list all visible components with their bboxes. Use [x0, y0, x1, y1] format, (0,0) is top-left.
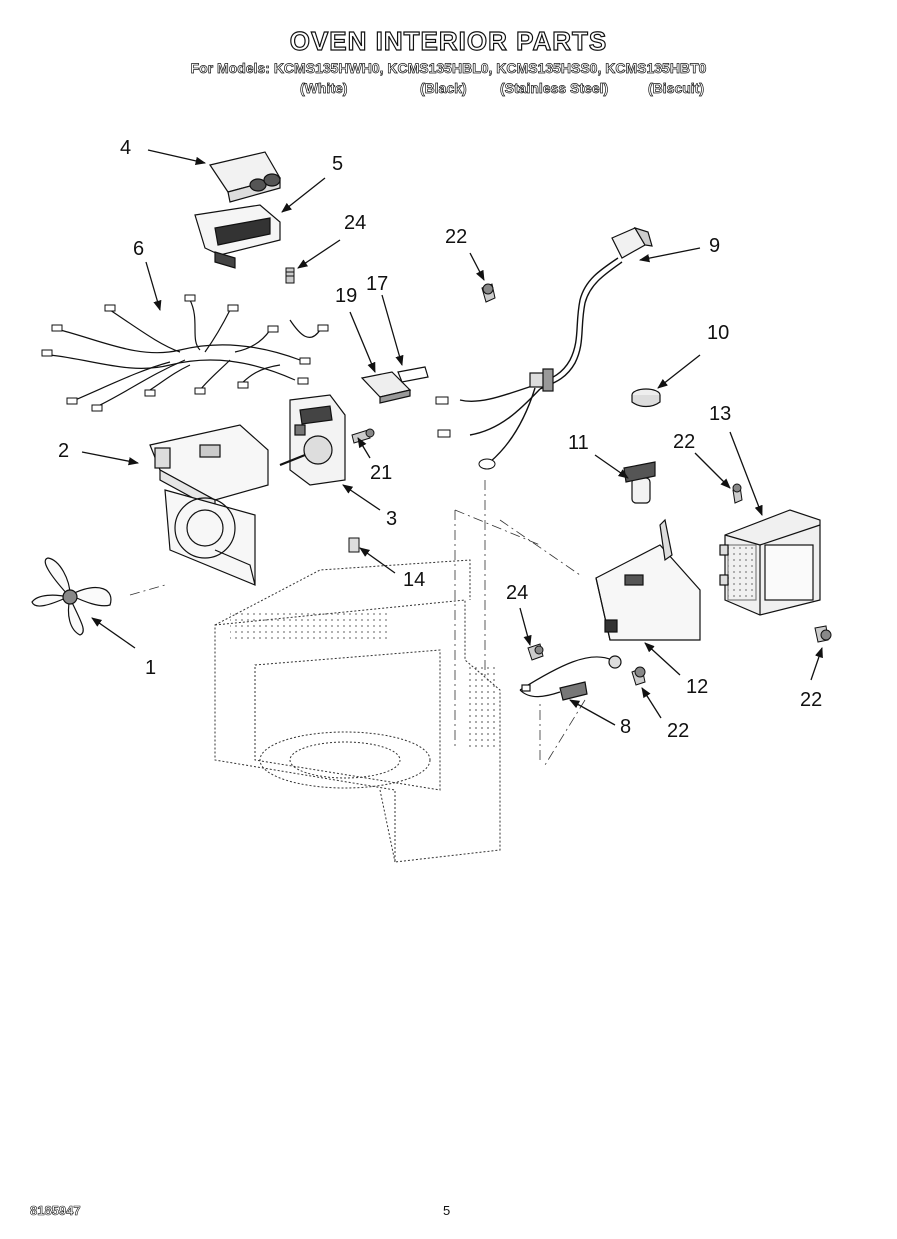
- callout-6: 6: [133, 238, 144, 260]
- clip-14: [348, 537, 360, 553]
- screw-21: [351, 428, 375, 444]
- diode-11: [623, 461, 656, 504]
- fuse-17: [397, 366, 429, 383]
- callout-19: 19: [335, 285, 357, 307]
- fan-bracket: [149, 424, 269, 586]
- callout-14: 14: [403, 569, 425, 591]
- wire-harness: [49, 299, 321, 406]
- color-white: (White): [300, 80, 348, 97]
- document-number: 8185947: [30, 1203, 81, 1219]
- oven-cavity: [214, 559, 501, 863]
- screw-24-lower: [527, 643, 544, 661]
- callout-11: 11: [568, 432, 589, 454]
- fuse-holder-19: [360, 371, 412, 404]
- thermal-cutout-10: [631, 388, 661, 408]
- screw-22-sensor: [631, 666, 646, 686]
- callout-22-transformer: 22: [673, 431, 695, 453]
- callout-8: 8: [620, 716, 631, 738]
- color-variants: (White) (Black) (Stainless Steel) (Biscu…: [0, 80, 897, 100]
- callout-3: 3: [386, 508, 397, 530]
- callout-4: 4: [120, 137, 131, 159]
- callout-9: 9: [709, 235, 720, 257]
- page-title: OVEN INTERIOR PARTS: [289, 25, 608, 56]
- screw-22-top: [481, 283, 496, 303]
- side-perforations: [465, 665, 495, 750]
- sensor-8: [519, 655, 622, 701]
- callout-12: 12: [686, 676, 708, 698]
- callout-22-sensor: 22: [667, 720, 689, 742]
- cord-strain-relief: [529, 368, 554, 392]
- page-number: 5: [443, 1203, 451, 1218]
- vent-perforations: [230, 610, 390, 640]
- capacitor-bracket: [194, 204, 281, 269]
- callout-21: 21: [370, 462, 392, 484]
- color-stainless: (Stainless Steel): [500, 80, 609, 97]
- screw-22-transformer-bottom: [814, 625, 832, 643]
- callout-5: 5: [332, 153, 343, 175]
- callout-17: 17: [366, 273, 388, 295]
- callout-22-top: 22: [445, 226, 467, 248]
- bracket-12: [595, 518, 701, 641]
- transformer-13: [719, 509, 821, 616]
- callout-1: 1: [145, 657, 156, 679]
- screw-24-upper: [285, 267, 295, 284]
- callout-24-lower: 24: [506, 582, 528, 604]
- fan-blade: [31, 557, 112, 636]
- callout-10: 10: [707, 322, 729, 344]
- models-line: For Models: KCMS135HWH0, KCMS135HBL0, KC…: [190, 60, 707, 77]
- callout-22-bottom-right: 22: [800, 689, 822, 711]
- callout-labels: 4 5 24 6 22 9 19 17 10 11 13 22 2 21 3 1…: [58, 137, 822, 742]
- cord-plug: [611, 226, 653, 259]
- color-biscuit: (Biscuit): [648, 80, 705, 97]
- leader-lines: [81, 149, 823, 726]
- callout-2: 2: [58, 440, 69, 462]
- capacitor: [209, 151, 281, 203]
- color-black: (Black): [420, 80, 467, 97]
- callout-13: 13: [709, 403, 731, 425]
- fan-motor: [279, 394, 346, 486]
- screw-22-transformer-top: [732, 483, 743, 504]
- harness-connectors: [41, 294, 329, 412]
- callout-24-upper: 24: [344, 212, 366, 234]
